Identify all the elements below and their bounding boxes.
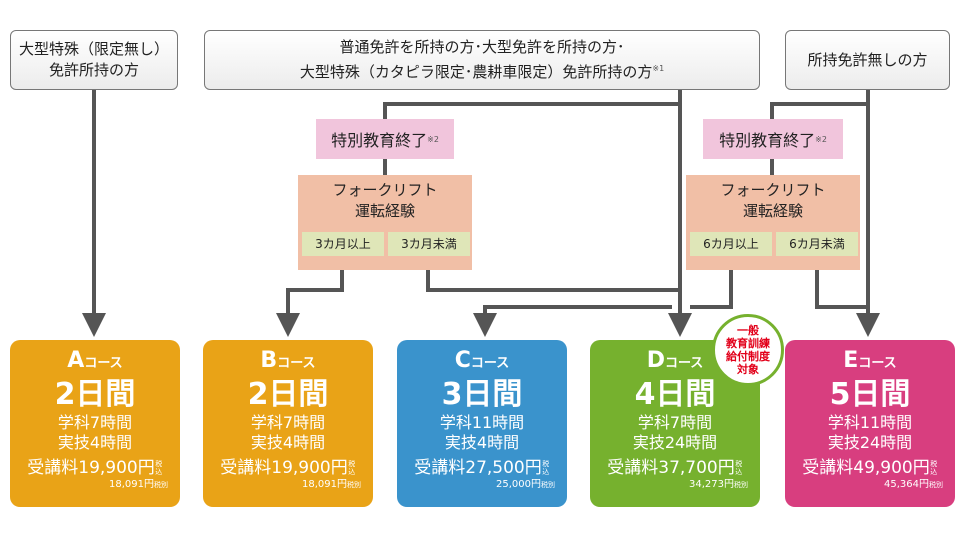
header-no-license: 所持免許無しの方 [785,30,950,90]
badge-text: 給付制度 [726,350,770,363]
header-text: 大型特殊（限定無し） [18,40,169,58]
label: 運転経験 [742,202,803,220]
fee-excluding-tax: 18,091円 [109,479,154,490]
lecture-hours: 学科7時間 [637,413,713,432]
practice-hours: 実技24時間 [827,433,913,452]
fee-excluding-tax: 34,273円 [689,479,734,490]
course-fee: 受講料19,900円 [220,458,348,478]
tax-included-label: 税込 [348,460,356,476]
tax-excluded-label: 税別 [541,481,555,489]
course-days: 5日間 [829,377,911,412]
course-suffix: コース [277,356,316,371]
tax-excluded-label: 税別 [734,481,748,489]
lecture-hours: 学科7時間 [57,413,133,432]
line-to-c [473,305,672,337]
practice-hours: 実技4時間 [444,433,520,452]
footnote-mark: ※1 [652,64,665,73]
label: 特別教育終了 [331,131,428,150]
label: 特別教育終了 [719,131,816,150]
header-text: 免許所持の方 [48,61,139,79]
course-b-card: Bコース 2日間 学科7時間 実技4時間 受講料19,900円税込 18,091… [203,340,373,507]
course-suffix: コース [664,356,704,371]
lecture-hours: 学科11時間 [439,413,525,432]
badge-text: 一般 [737,324,759,337]
footnote-mark: ※2 [427,134,439,144]
course-letter: E [843,348,859,373]
course-letter: C [454,348,471,373]
course-c-card: Cコース 3日間 学科11時間 実技4時間 受講料27,500円税込 25,00… [397,340,567,507]
header-text: 大型特殊（カタピラ限定･農耕車限定）免許所持の方 [299,63,653,81]
label: フォークリフト [332,181,438,199]
course-days: 4日間 [634,377,716,412]
branch-under-6-months: 6カ月未満 [776,232,858,256]
tax-included-label: 税込 [155,460,163,476]
header-large-special-license: 大型特殊（限定無し） 免許所持の方 [10,30,178,90]
label: 運転経験 [354,202,415,220]
footnote-mark: ※2 [815,134,827,144]
header-text: 所持免許無しの方 [807,50,928,69]
course-suffix: コース [858,356,897,371]
course-days: 2日間 [54,377,136,412]
course-days: 2日間 [247,377,329,412]
tax-included-label: 税込 [542,460,550,476]
practice-hours: 実技4時間 [57,433,133,452]
course-a-card: Aコース 2日間 学科7時間 実技4時間 受講料19,900円税込 18,091… [10,340,180,507]
header-regular-license: 普通免許を所持の方･大型免許を所持の方･ 大型特殊（カタピラ限定･農耕車限定）免… [204,30,760,90]
practice-hours: 実技24時間 [632,433,718,452]
badge-text: 教育訓練 [726,337,770,350]
branch-3-months-or-more: 3カ月以上 [302,232,384,256]
tax-excluded-label: 税別 [929,481,943,489]
forklift-experience-box: フォークリフト 運転経験 6カ月以上 6カ月未満 [686,175,860,270]
tax-included-label: 税込 [930,460,938,476]
course-letter: D [646,348,665,373]
course-fee: 受講料19,900円 [27,458,155,478]
line-to-b [276,262,344,337]
branch-under-3-months: 3カ月未満 [388,232,470,256]
course-e-card: Eコース 5日間 学科11時間 実技24時間 受講料49,900円税込 45,3… [785,340,955,507]
course-suffix: コース [84,356,123,371]
fee-excluding-tax: 25,000円 [496,479,541,490]
practice-hours: 実技4時間 [250,433,326,452]
special-education-box: 特別教育終了※2 [316,119,454,159]
course-letter: B [260,348,278,373]
label: フォークリフト [720,181,826,199]
branch-6-months-or-more: 6カ月以上 [690,232,772,256]
course-fee: 受講料37,700円 [607,458,735,478]
course-days: 3日間 [441,377,523,412]
course-fee: 受講料49,900円 [802,458,930,478]
course-fee: 受講料27,500円 [414,458,542,478]
fee-excluding-tax: 45,364円 [884,479,929,490]
lecture-hours: 学科7時間 [250,413,326,432]
fee-excluding-tax: 18,091円 [302,479,347,490]
tax-included-label: 税込 [735,460,743,476]
header-text: 普通免許を所持の方･大型免許を所持の方･ [339,38,625,56]
course-suffix: コース [470,356,510,371]
tax-excluded-label: 税別 [154,481,168,489]
course-letter: A [67,348,85,373]
badge-text: 対象 [737,363,759,376]
special-education-box: 特別教育終了※2 [703,119,843,159]
lecture-hours: 学科11時間 [827,413,913,432]
training-benefit-badge: 一般 教育訓練 給付制度 対象 [712,314,784,386]
tax-excluded-label: 税別 [347,481,361,489]
forklift-experience-box: フォークリフト 運転経験 3カ月以上 3カ月未満 [298,175,472,270]
